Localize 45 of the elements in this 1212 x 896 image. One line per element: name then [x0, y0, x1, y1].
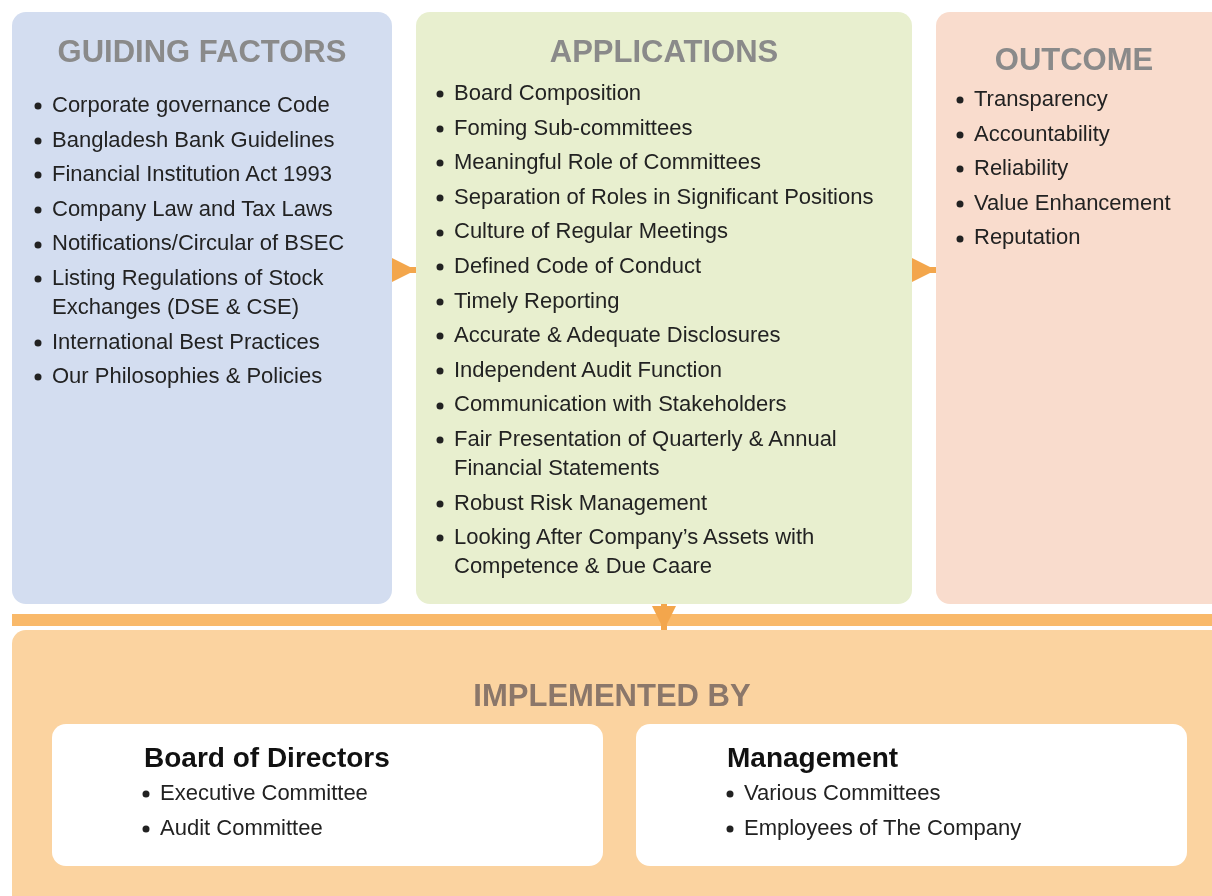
arrow [392, 258, 416, 282]
list-item-text: Transparency [974, 86, 1108, 111]
list-item-text: Executive Committee [160, 780, 368, 805]
card [52, 724, 603, 866]
list-item-text: Robust Risk Management [454, 489, 708, 515]
list-item-text: Accurate & Adequate Disclosures [454, 322, 781, 348]
card [636, 724, 1187, 866]
card-heading: Board of Directors [144, 742, 390, 774]
list-item-text: Accountability [974, 120, 1110, 146]
list-item-text: Notifications/Circular of BSEC [52, 230, 345, 256]
panel [12, 630, 1212, 896]
arrow [912, 258, 936, 282]
list-item-text: Bangladesh Bank Guidelines [52, 126, 335, 152]
list-item-text: Listing Regulations of Stock Exchanges (DSE & CSE) [52, 264, 324, 319]
list-item-text: Foming Sub-committees [454, 114, 693, 140]
list-item-text: International Best Practices [52, 328, 320, 354]
list-item-text: Company Law and Tax Laws [52, 195, 333, 221]
list-item-text: Communication with Stakeholders [454, 391, 787, 417]
panel [416, 12, 912, 604]
list-item-text: Employees of The Company [744, 814, 1022, 840]
list-item-text: Fair Presentation of Quarterly & Annual Financial Statements [454, 425, 837, 480]
list-item-text: Defined Code of Conduct [454, 252, 702, 278]
list-item-text: Various Committees [744, 780, 941, 805]
list-item-text: Corporate governance Code [52, 92, 330, 117]
list-item-text: Audit Committee [160, 814, 323, 840]
panel [936, 12, 1212, 604]
list-item-text: Separation of Roles in Significant Positions [454, 183, 874, 209]
panel [12, 12, 392, 604]
list-item-text: Independent Audit Function [454, 356, 722, 382]
panel-heading: GUIDING FACTORS [56, 34, 348, 70]
list-item-text: Board Composition [454, 80, 642, 105]
list-item-text: Looking After Company’s Assets with Competence & Due Caare [454, 524, 815, 579]
list-item-text: Meaningful Role of Committees [454, 149, 761, 175]
panel-heading: IMPLEMENTED BY [472, 678, 752, 714]
list-item-text: Culture of Regular Meetings [454, 218, 728, 244]
list-item-text: Timely Reporting [454, 287, 620, 313]
list-item-text: Value Enhancement [974, 189, 1171, 215]
panel-heading: OUTCOME [993, 42, 1155, 78]
list-item-text: Our Philosophies & Policies [52, 363, 323, 389]
list-item-text: Financial Institution Act 1993 [52, 161, 333, 187]
list-item-text: Reliability [974, 155, 1069, 181]
list-item-text: Reputation [974, 224, 1081, 250]
card-heading: Management [727, 742, 899, 774]
arrow [652, 604, 676, 630]
panel-heading: APPLICATIONS [548, 34, 780, 70]
